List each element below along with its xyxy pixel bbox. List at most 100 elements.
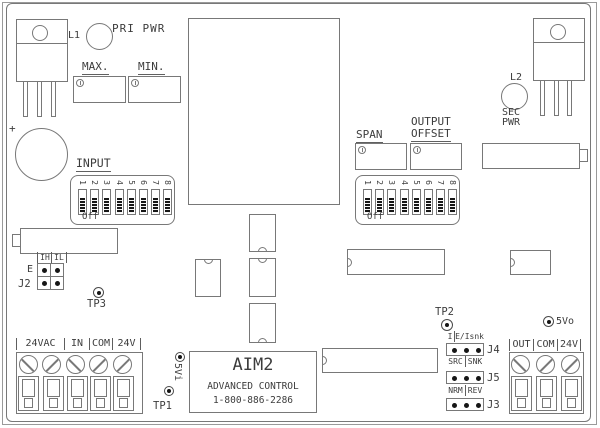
j2-col1-label: IH: [37, 252, 52, 263]
tp1-label: TP1: [153, 400, 172, 412]
dip-number: 6: [139, 180, 148, 185]
testpoint-tp2: [441, 319, 453, 331]
to220-leg: [51, 81, 56, 117]
j3-options: NRM REV: [448, 385, 483, 396]
dip-lever: [436, 189, 445, 215]
jumper-pin-cell: [50, 276, 64, 290]
jumper-pin-cell: [50, 263, 64, 277]
trimpot-span-label: SPAN: [356, 128, 383, 143]
dip-number: 7: [151, 180, 160, 185]
trimpot-max-label: MAX.: [82, 60, 109, 75]
testpoint-tp3: [93, 287, 104, 298]
cage-clamp: [113, 376, 134, 411]
ic-notch: [258, 338, 267, 342]
to220-leg: [554, 80, 559, 116]
board-title: AIM2: [232, 355, 274, 375]
testpoint-5vi: [175, 352, 185, 362]
pcb-outline: [6, 3, 591, 422]
sec-pwr-label-line1: SEC: [502, 107, 521, 118]
dip-number: 1: [78, 180, 87, 185]
j4-label: J4: [487, 344, 500, 356]
capacitor: [15, 128, 68, 181]
dip-number: 7: [436, 180, 445, 185]
resistor-network-right: [482, 143, 580, 169]
to220-tab-line: [17, 43, 67, 45]
led-l1: [86, 23, 113, 50]
dip-switch-output: 1 2 3 4 5 6 7 8 Off: [355, 175, 460, 225]
dip-lever: [448, 189, 457, 215]
jumper-pin-cell: [37, 263, 51, 277]
cage-clamp: [90, 376, 111, 411]
jumper-j4-pins: [446, 343, 484, 356]
to220-leg: [23, 81, 28, 117]
j3-label: J3: [487, 399, 500, 411]
testpoint-tp1: [164, 386, 174, 396]
board-subtitle: ADVANCED CONTROL: [207, 381, 299, 392]
ic-dip-a: [249, 214, 276, 252]
trimpot-span: [355, 143, 407, 170]
screw-terminal: [19, 355, 38, 374]
ic-dip-long: [322, 348, 438, 373]
mounting-hole: [32, 25, 48, 41]
jumper-pin-cell: [37, 276, 51, 290]
cage-clamp: [43, 376, 64, 411]
board-phone: 1-800-886-2286: [212, 395, 294, 406]
ic-dip-d: [249, 303, 276, 343]
dip-number: 4: [115, 180, 124, 185]
dip-number: 3: [387, 180, 396, 185]
dip-number: 2: [375, 180, 384, 185]
cage-clamp: [18, 376, 39, 411]
trimpot-min-label: MIN.: [138, 60, 165, 75]
dip-lever: [424, 189, 433, 215]
dip-lever: [90, 189, 99, 215]
j2-col2-label: IL: [51, 252, 67, 263]
capacitor-polarity: +: [9, 122, 16, 135]
resistor-network-left: [20, 228, 118, 254]
dip-number: 3: [102, 180, 111, 185]
dip-lever: [115, 189, 124, 215]
adjuster-screw-icon: [76, 79, 84, 87]
adjuster-screw-icon: [131, 79, 139, 87]
ic-dip-wide: [347, 249, 445, 275]
j5-label: J5: [487, 372, 500, 384]
j2-row-label: E: [27, 264, 34, 275]
dip-number: 4: [400, 180, 409, 185]
to220-leg: [37, 81, 42, 117]
cage-clamp: [67, 376, 88, 411]
ic-dip-b: [195, 259, 221, 297]
ic-notch: [203, 260, 213, 264]
dip-number: 8: [163, 180, 172, 185]
screw-terminal: [113, 355, 132, 374]
led-l2: [501, 83, 528, 110]
dip-number: 1: [363, 180, 372, 185]
screw-terminal: [66, 355, 85, 374]
dip-lever: [78, 189, 87, 215]
sec-pwr-label-line2: PWR: [502, 117, 521, 128]
to220-leg: [540, 80, 545, 116]
ic-notch: [258, 247, 267, 251]
dip-lever: [400, 189, 409, 215]
dip-lever: [375, 189, 384, 215]
dip-lever: [363, 189, 372, 215]
dip-number: 5: [412, 180, 421, 185]
screw-terminal: [42, 355, 61, 374]
resistor-network-left-tab: [12, 234, 21, 247]
j4-options: I E/Isnk: [447, 331, 484, 342]
dip-number: 8: [448, 180, 457, 185]
screw-terminal: [536, 355, 555, 374]
ic-notch: [348, 257, 352, 267]
ic-notch: [511, 258, 515, 267]
tp3-label: TP3: [87, 298, 106, 310]
ic-dip-f: [510, 250, 551, 275]
dip-lever: [163, 189, 172, 215]
dip-number: 2: [90, 180, 99, 185]
j5-options: SRC SNK: [448, 356, 483, 367]
tp2-label: TP2: [435, 306, 454, 318]
ic-notch: [258, 259, 267, 263]
silkscreen-title-block: [189, 351, 317, 413]
led-l1-label: L1: [68, 30, 81, 41]
ic-dip-c: [249, 258, 276, 297]
adjuster-screw-icon: [358, 146, 366, 154]
